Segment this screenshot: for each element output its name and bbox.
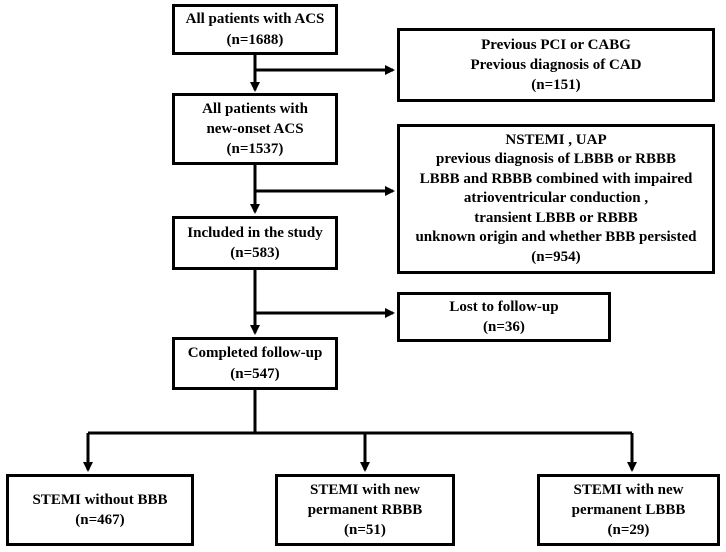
box-new-onset-line-1: All patients with xyxy=(202,100,308,117)
box-stemi-no-bbb-line-1: STEMI without BBB xyxy=(32,491,168,508)
box-excluded-prior-count: (n=151) xyxy=(531,77,581,94)
box-included-count: (n=583) xyxy=(230,245,280,261)
box-excluded-criteria-line-2: previous diagnosis of LBBB or RBBB xyxy=(436,151,676,168)
box-stemi-rbbb-count: (n=51) xyxy=(344,522,386,539)
box-new-onset-line-2: new-onset ACS xyxy=(206,120,304,137)
box-stemi-no-bbb: STEMI without BBB (n=467) xyxy=(6,474,194,546)
box-stemi-lbbb: STEMI with new permanent LBBB (n=29) xyxy=(537,474,720,546)
box-stemi-rbbb-line-2: permanent RBBB xyxy=(307,501,423,518)
box-all-acs-line-1: All patients with ACS xyxy=(185,11,325,28)
box-stemi-lbbb-line-1: STEMI with new xyxy=(573,481,684,498)
box-excluded-criteria-line-4: atrioventricular conduction , xyxy=(463,190,649,207)
box-excluded-prior-line-1: Previous PCI or CABG xyxy=(481,36,631,53)
box-new-onset: All patients with new-onset ACS (n=1537) xyxy=(172,93,338,165)
box-new-onset-count: (n=1537) xyxy=(226,141,284,158)
box-stemi-rbbb-line-1: STEMI with new xyxy=(309,481,421,498)
box-stemi-no-bbb-count: (n=467) xyxy=(75,512,125,528)
box-lost-line-1: Lost to follow-up xyxy=(449,298,559,315)
box-completed-count: (n=547) xyxy=(230,365,280,382)
box-all-acs-count: (n=1688) xyxy=(226,31,284,48)
box-completed: Completed follow-up (n=547) xyxy=(172,337,338,390)
box-excluded-criteria-line-1: NSTEMI , UAP xyxy=(505,131,607,148)
box-excluded-criteria-line-6: unknown origin and whether BBB persisted xyxy=(415,229,697,246)
box-stemi-lbbb-line-2: permanent LBBB xyxy=(571,501,686,518)
box-excluded-criteria-line-3: LBBB and RBBB combined with impaired xyxy=(419,170,693,187)
box-excluded-prior: Previous PCI or CABG Previous diagnosis … xyxy=(397,28,715,102)
box-completed-line-1: Completed follow-up xyxy=(187,345,323,362)
box-included: Included in the study (n=583) xyxy=(172,216,338,270)
box-all-acs: All patients with ACS (n=1688) xyxy=(172,4,338,55)
box-stemi-lbbb-count: (n=29) xyxy=(607,522,650,539)
box-lost: Lost to follow-up (n=36) xyxy=(397,292,611,342)
box-stemi-rbbb: STEMI with new permanent RBBB (n=51) xyxy=(275,474,455,546)
box-included-line-1: Included in the study xyxy=(187,224,323,241)
box-excluded-prior-line-2: Previous diagnosis of CAD xyxy=(470,56,642,73)
box-excluded-criteria-count: (n=954) xyxy=(531,248,581,265)
box-excluded-criteria: NSTEMI , UAP previous diagnosis of LBBB … xyxy=(397,124,715,274)
box-excluded-criteria-line-5: transient LBBB or RBBB xyxy=(474,209,638,226)
box-lost-count: (n=36) xyxy=(483,319,525,335)
